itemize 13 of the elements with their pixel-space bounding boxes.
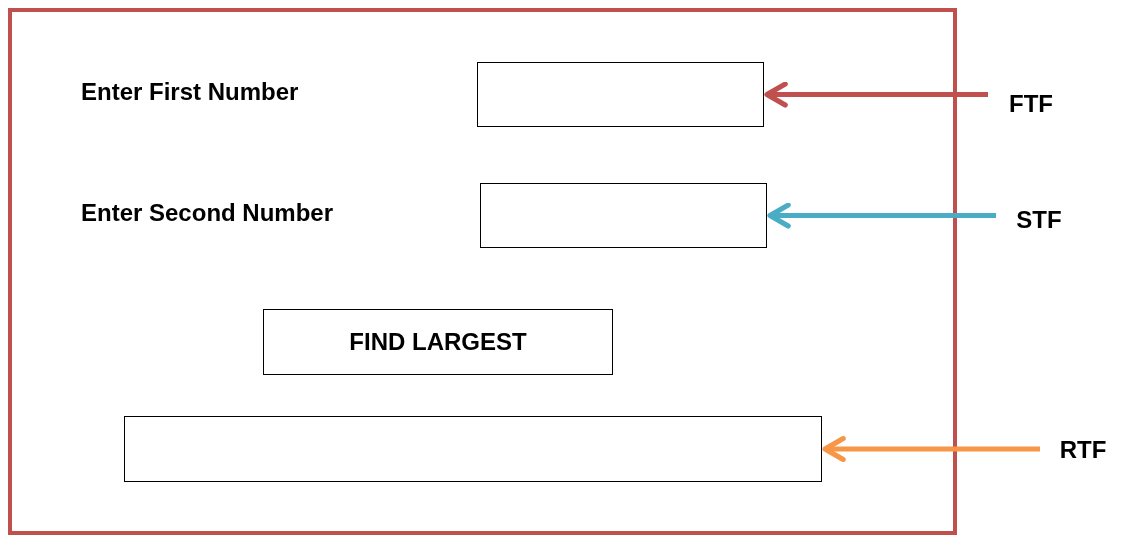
field-label: Enter Second Number <box>81 199 334 227</box>
arrow <box>822 436 1040 462</box>
find-largest-button: FIND LARGEST <box>263 309 613 375</box>
input-field <box>480 183 767 248</box>
input-field <box>124 416 822 482</box>
window-frame <box>8 8 957 535</box>
input-field <box>477 62 764 127</box>
field-tag: RTF <box>1052 434 1114 466</box>
arrow <box>764 81 988 108</box>
field-tag: STF <box>1008 204 1070 236</box>
field-tag: FTF <box>1000 88 1062 120</box>
arrow <box>767 202 996 229</box>
field-label: Enter First Number <box>81 78 299 106</box>
